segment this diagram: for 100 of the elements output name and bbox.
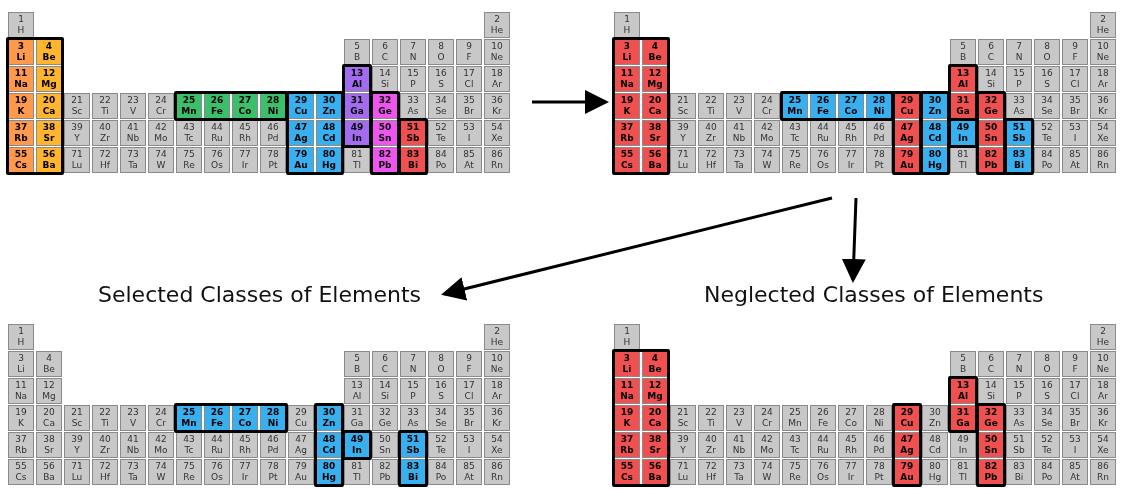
element-tile: 43 Tc bbox=[176, 120, 202, 146]
element-tile: 28 Ni bbox=[260, 405, 286, 431]
element-tile: 49 In bbox=[950, 432, 976, 458]
element-tile: 9 F bbox=[456, 351, 482, 377]
element-tile: 2 He bbox=[484, 12, 510, 38]
element-tile: 35 Br bbox=[1062, 405, 1088, 431]
element-tile: 71 Lu bbox=[64, 147, 90, 173]
element-tile: 34 Se bbox=[428, 93, 454, 119]
element-tile: 71 Lu bbox=[64, 459, 90, 485]
element-tile: 76 Os bbox=[810, 459, 836, 485]
periodic-table bbox=[8, 324, 512, 486]
element-tile: 21 Sc bbox=[670, 405, 696, 431]
element-tile: 7 N bbox=[1006, 39, 1032, 65]
element-tile: 7 N bbox=[400, 39, 426, 65]
element-tile: 37 Rb bbox=[8, 432, 34, 458]
element-tile: 81 Tl bbox=[950, 459, 976, 485]
element-tile: 21 Sc bbox=[64, 93, 90, 119]
element-tile: 82 Pb bbox=[978, 459, 1004, 485]
element-tile: 15 P bbox=[1006, 378, 1032, 404]
element-tile: 26 Fe bbox=[810, 93, 836, 119]
element-tile: 39 Y bbox=[64, 120, 90, 146]
element-tile: 42 Mo bbox=[148, 432, 174, 458]
element-tile: 36 Kr bbox=[484, 93, 510, 119]
element-tile: 80 Hg bbox=[316, 459, 342, 485]
element-tile: 40 Zr bbox=[698, 120, 724, 146]
element-tile: 2 He bbox=[484, 324, 510, 350]
element-tile: 1 H bbox=[614, 324, 640, 350]
arrow bbox=[841, 197, 866, 283]
element-tile: 54 Xe bbox=[1090, 120, 1116, 146]
element-tile: 40 Zr bbox=[698, 432, 724, 458]
element-tile: 37 Rb bbox=[8, 120, 34, 146]
element-tile: 11 Na bbox=[8, 378, 34, 404]
element-tile: 26 Fe bbox=[810, 405, 836, 431]
element-tile: 43 Tc bbox=[782, 120, 808, 146]
element-tile: 15 P bbox=[400, 378, 426, 404]
element-tile: 26 Fe bbox=[204, 405, 230, 431]
element-tile: 13 Al bbox=[344, 378, 370, 404]
element-tile: 24 Cr bbox=[754, 93, 780, 119]
element-tile: 83 Bi bbox=[1006, 147, 1032, 173]
element-tile: 34 Se bbox=[1034, 405, 1060, 431]
element-tile: 71 Lu bbox=[670, 459, 696, 485]
element-tile: 1 H bbox=[8, 12, 34, 38]
element-tile: 49 In bbox=[344, 120, 370, 146]
element-tile: 23 V bbox=[120, 93, 146, 119]
element-tile: 12 Mg bbox=[36, 378, 62, 404]
element-tile: 22 Ti bbox=[698, 93, 724, 119]
element-tile: 56 Ba bbox=[642, 147, 668, 173]
element-tile: 33 As bbox=[400, 93, 426, 119]
element-tile: 18 Ar bbox=[484, 66, 510, 92]
element-tile: 45 Rh bbox=[838, 120, 864, 146]
element-tile: 74 W bbox=[148, 147, 174, 173]
element-tile: 2 He bbox=[1090, 12, 1116, 38]
element-tile: 10 Ne bbox=[484, 351, 510, 377]
element-tile: 16 S bbox=[428, 378, 454, 404]
element-tile: 43 Tc bbox=[782, 432, 808, 458]
element-tile: 75 Re bbox=[782, 147, 808, 173]
element-tile: 18 Ar bbox=[1090, 66, 1116, 92]
element-tile: 45 Rh bbox=[838, 432, 864, 458]
element-tile: 24 Cr bbox=[148, 405, 174, 431]
element-tile: 53 I bbox=[1062, 120, 1088, 146]
element-tile: 31 Ga bbox=[344, 93, 370, 119]
element-tile: 72 Hf bbox=[698, 459, 724, 485]
element-tile: 17 Cl bbox=[456, 378, 482, 404]
element-tile: 78 Pt bbox=[260, 459, 286, 485]
element-tile: 19 K bbox=[8, 93, 34, 119]
element-tile: 4 Be bbox=[36, 39, 62, 65]
element-tile: 76 Os bbox=[810, 147, 836, 173]
element-tile: 16 S bbox=[1034, 378, 1060, 404]
element-tile: 81 Tl bbox=[344, 459, 370, 485]
element-tile: 44 Ru bbox=[810, 432, 836, 458]
element-tile: 47 Ag bbox=[288, 432, 314, 458]
element-tile: 20 Ca bbox=[36, 93, 62, 119]
element-tile: 30 Zn bbox=[922, 405, 948, 431]
panel-caption: Neglected Classes of Elements bbox=[704, 282, 1044, 307]
element-tile: 6 C bbox=[372, 351, 398, 377]
element-tile: 80 Hg bbox=[922, 459, 948, 485]
element-tile: 76 Os bbox=[204, 147, 230, 173]
element-tile: 50 Sn bbox=[978, 432, 1004, 458]
element-tile: 38 Sr bbox=[36, 432, 62, 458]
element-tile: 38 Sr bbox=[642, 120, 668, 146]
element-tile: 83 Bi bbox=[400, 147, 426, 173]
arrow bbox=[441, 196, 833, 301]
element-tile: 31 Ga bbox=[344, 405, 370, 431]
element-tile: 74 W bbox=[754, 459, 780, 485]
element-tile: 52 Te bbox=[428, 432, 454, 458]
element-tile: 7 N bbox=[400, 351, 426, 377]
element-tile: 40 Zr bbox=[92, 432, 118, 458]
element-tile: 10 Ne bbox=[1090, 351, 1116, 377]
element-tile: 82 Pb bbox=[372, 147, 398, 173]
periodic-table bbox=[614, 12, 1118, 174]
element-tile: 39 Y bbox=[670, 120, 696, 146]
element-tile: 1 H bbox=[614, 12, 640, 38]
element-tile: 56 Ba bbox=[642, 459, 668, 485]
element-tile: 32 Ge bbox=[372, 405, 398, 431]
element-tile: 5 B bbox=[344, 39, 370, 65]
element-tile: 22 Ti bbox=[698, 405, 724, 431]
element-tile: 34 Se bbox=[428, 405, 454, 431]
periodic-table bbox=[8, 12, 512, 174]
element-tile: 46 Pd bbox=[866, 120, 892, 146]
element-tile: 44 Ru bbox=[810, 120, 836, 146]
